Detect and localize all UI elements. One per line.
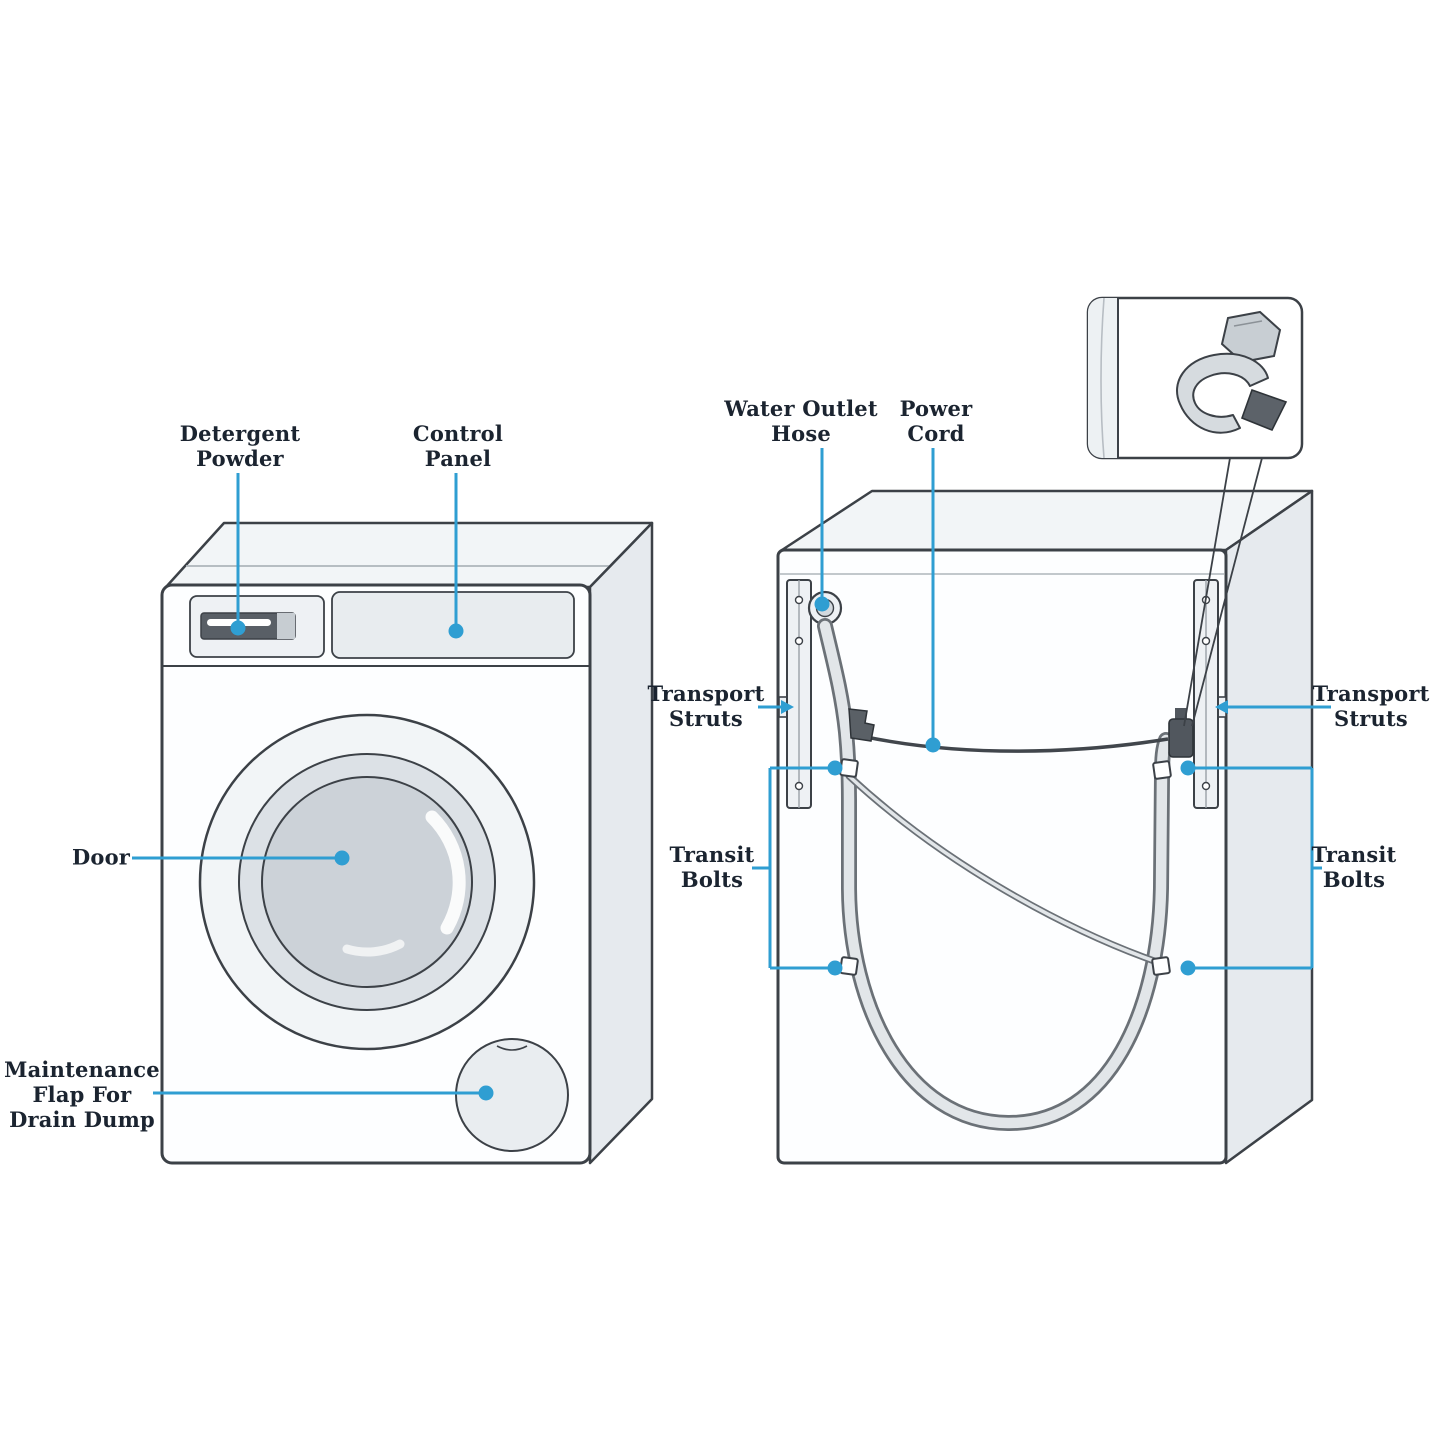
arrowhead-transport-left xyxy=(781,700,794,714)
dot-control-panel xyxy=(448,623,464,639)
bolt-clip-hook xyxy=(1176,352,1269,434)
dot-maintenance-flap xyxy=(478,1085,494,1101)
label-transport-struts-right: Transport Struts xyxy=(1312,681,1430,731)
dot-transit-bolt-right-top xyxy=(1180,760,1196,776)
arrowhead-transport-right xyxy=(1215,700,1228,714)
cord-holder-clip xyxy=(848,708,875,742)
inset-detail-box xyxy=(1086,296,1304,727)
rear-machine-rear-face xyxy=(776,548,1228,1165)
label-control-panel: Control Panel xyxy=(412,421,504,471)
dot-power-cord xyxy=(925,737,941,753)
transit-bolt-fittings xyxy=(839,758,1172,976)
dot-detergent-powder xyxy=(230,620,246,636)
power-cord-graphic xyxy=(845,708,1194,967)
callout-dots xyxy=(230,596,1196,1101)
bolt-dark-spacer xyxy=(1240,388,1288,432)
rear-machine-top-face xyxy=(780,489,1314,552)
dot-transit-bolt-right-bottom xyxy=(1180,960,1196,976)
door-glass-highlight xyxy=(425,810,466,935)
label-door: Door xyxy=(71,844,131,870)
dot-transit-bolt-left-bottom xyxy=(827,960,843,976)
label-water-outlet-hose: Water Outlet Hose xyxy=(724,396,878,446)
door-graphic xyxy=(198,713,536,1051)
label-transport-struts-left: Transport Struts xyxy=(647,681,765,731)
dot-water-outlet-hose xyxy=(814,596,830,612)
maintenance-flap-graphic xyxy=(455,1038,569,1152)
bracket-transit-bolts-left xyxy=(752,766,830,970)
inset-machine-edge-strip xyxy=(1088,298,1119,458)
label-transit-bolts-left: Transit Bolts xyxy=(669,842,755,892)
label-power-cord: Power Cord xyxy=(899,396,973,446)
bracket-transit-bolts-right xyxy=(1192,766,1322,970)
rear-view-machine xyxy=(776,489,1314,1165)
label-maintenance-flap: Maintenance Flap For Drain Dump xyxy=(4,1056,160,1132)
dot-transit-bolt-left-top xyxy=(827,760,843,776)
inset-pointer-line-right xyxy=(1191,457,1263,727)
front-machine-side-face xyxy=(588,521,654,1165)
dot-door xyxy=(334,850,350,866)
rear-machine-side-face xyxy=(1224,489,1314,1165)
power-cord-line xyxy=(865,735,1169,753)
label-transit-bolts-right: Transit Bolts xyxy=(1311,842,1397,892)
label-detergent-powder: Detergent Powder xyxy=(179,421,301,471)
drain-hose-graphic xyxy=(817,618,1174,1132)
power-plug xyxy=(1168,718,1194,758)
front-view-machine xyxy=(160,521,654,1165)
bolt-head-facet xyxy=(1233,320,1263,327)
transit-bolt-detail-art xyxy=(1176,310,1288,434)
door-glass-highlight-small xyxy=(342,939,405,957)
bolt-head xyxy=(1220,310,1282,364)
detergent-drawer xyxy=(189,595,325,658)
inset-pointer-line-left xyxy=(1183,457,1231,727)
leader-lines xyxy=(132,448,1331,1095)
